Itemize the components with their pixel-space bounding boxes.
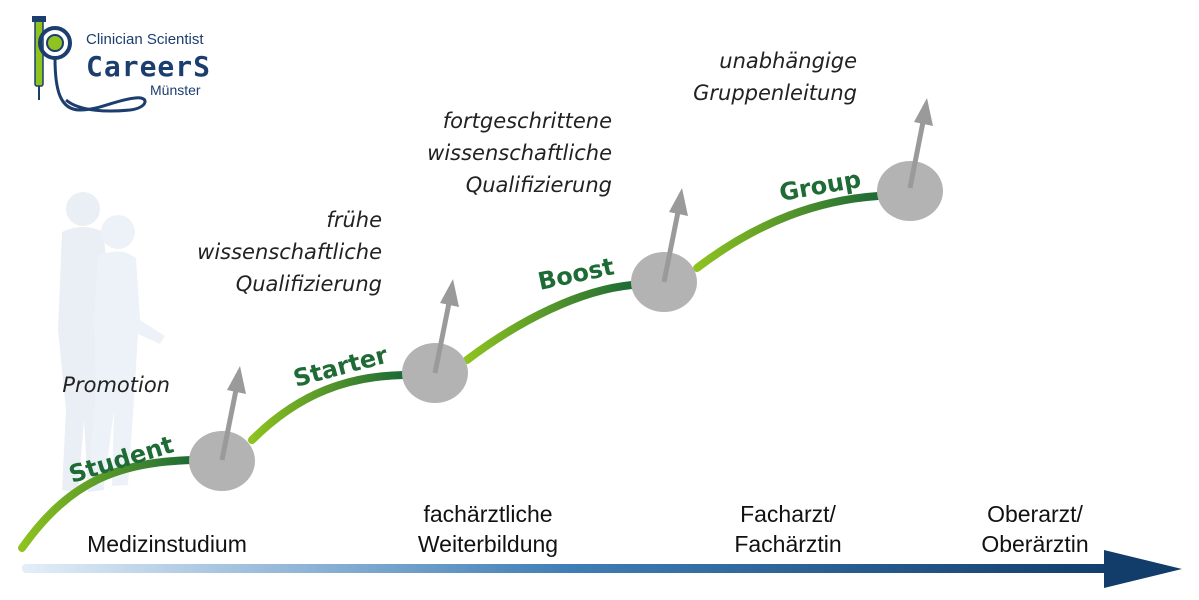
- curve-segment-student: [18, 456, 197, 552]
- timeline-arrow: [22, 550, 1182, 588]
- timeline-label-medizinstudium: Medizinstudium: [87, 531, 247, 557]
- milestone-arrows: [219, 98, 933, 461]
- up-arrow-icon-4: [907, 98, 933, 189]
- svg-text:wissenschaftliche: wissenschaftliche: [427, 141, 612, 165]
- up-arrow-icon-1: [219, 366, 246, 461]
- timeline-label-facharzt: Facharzt/ Fachärztin: [734, 501, 841, 557]
- logo-line2: CareerS: [86, 50, 211, 83]
- svg-text:Qualifizierung: Qualifizierung: [236, 272, 382, 296]
- up-arrow-icon-3: [661, 188, 688, 283]
- svg-text:fachärztliche: fachärztliche: [423, 501, 552, 527]
- timeline-label-weiterbildung: fachärztliche Weiterbildung: [418, 501, 558, 557]
- curve-segment-boost: [463, 281, 636, 364]
- svg-text:frühe: frühe: [326, 208, 382, 232]
- people-silhouette: [58, 192, 165, 492]
- svg-text:unabhängige: unabhängige: [719, 49, 857, 73]
- svg-text:fortgeschrittene: fortgeschrittene: [443, 109, 612, 133]
- logo-line3: Münster: [150, 82, 201, 98]
- svg-text:Oberarzt/: Oberarzt/: [987, 501, 1083, 527]
- logo-line1: Clinician Scientist: [86, 31, 204, 48]
- svg-text:Fachärztin: Fachärztin: [734, 531, 841, 557]
- timeline-label-oberarzt: Oberarzt/ Oberärztin: [981, 501, 1088, 557]
- svg-text:Weiterbildung: Weiterbildung: [418, 531, 558, 557]
- milestone-text-unabhaengig: unabhängige Gruppenleitung: [693, 49, 857, 105]
- pipette-stethoscope-icon: [32, 16, 147, 113]
- milestone-text-fortgeschrittene: fortgeschrittene wissenschaftliche Quali…: [427, 109, 612, 197]
- milestone-node-1: [189, 431, 255, 491]
- logo: Clinician Scientist CareerS Münster: [32, 16, 211, 113]
- svg-text:Facharzt/: Facharzt/: [740, 501, 836, 527]
- svg-text:wissenschaftliche: wissenschaftliche: [197, 240, 382, 264]
- timeline-arrowhead-icon: [1104, 550, 1182, 588]
- svg-text:Oberärztin: Oberärztin: [981, 531, 1088, 557]
- svg-text:Gruppenleitung: Gruppenleitung: [693, 81, 857, 105]
- up-arrow-icon-2: [432, 279, 459, 374]
- milestone-node-4: [877, 161, 943, 221]
- curve-segment-starter: [248, 371, 408, 444]
- curve-segment-group: [693, 192, 882, 272]
- svg-text:Qualifizierung: Qualifizierung: [466, 173, 612, 197]
- milestone-nodes: [189, 161, 943, 491]
- career-curve: [18, 192, 882, 552]
- milestone-text-fruehe: frühe wissenschaftliche Qualifizierung: [197, 208, 382, 296]
- milestone-text-promotion: Promotion: [62, 373, 170, 397]
